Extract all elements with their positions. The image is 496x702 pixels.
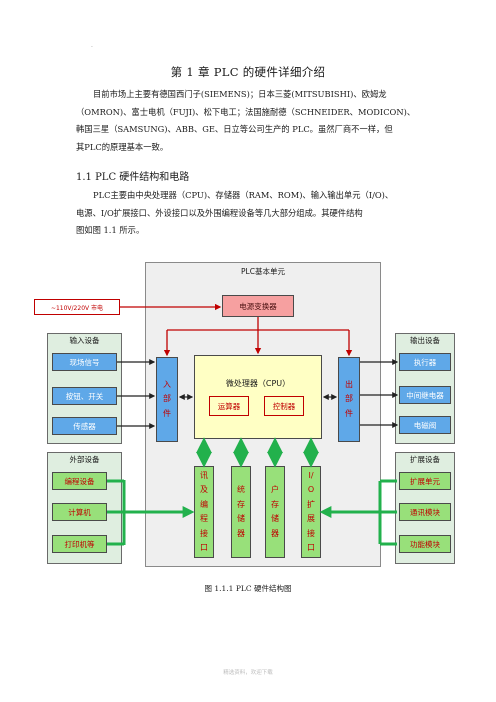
input-item-buttons-switches: 按钮、开关 [52,387,117,405]
page-footer: 精选资料，欢迎下载 [223,670,273,676]
figure-caption: 图 1.1.1 PLC 硬件结构图 [204,584,292,593]
plc-basic-unit-title: PLC基本单元 [241,267,285,276]
vertical-char: 器 [271,528,279,538]
mains-power-label: ~110V/220V 市电 [34,299,120,315]
intro-paragraph: 目前市场上主要有德国西门子(SIEMENS)；日本三菱(MITSUBISHI)、… [76,86,426,156]
system-memory-block: 统存储器 [231,466,251,558]
vertical-char: O [307,485,315,494]
output-item-relay: 中间继电器 [399,386,451,404]
vertical-char: 接 [307,528,315,538]
section-paragraph: PLC主要由中央处理器（CPU)、存储器（RAM、ROM)、输入输出单元（I/O… [76,187,426,240]
peripheral-item-programmer: 编程设备 [52,472,107,490]
vertical-char: 户 [271,485,279,494]
vertical-char: 及 [200,485,208,494]
intro-line-1: 目前市场上主要有德国西门子(SIEMENS)；日本三菱(MITSUBISHI)、… [93,89,387,99]
cpu-alu-box: 运算器 [209,396,249,416]
section-line-1: PLC主要由中央处理器（CPU)、存储器（RAM、ROM)、输入输出单元（I/O… [93,190,394,200]
output-item-actuator: 执行器 [399,353,451,371]
peripheral-item-computer: 计算机 [52,503,107,521]
expansion-item-comm-module: 通讯模块 [399,503,451,521]
vertical-char: 件 [163,408,171,418]
vertical-char: 存 [237,499,245,509]
vertical-char: 储 [271,514,279,523]
intro-line-4: 其PLC的原理基本一致。 [76,141,169,152]
vertical-char: 接 [200,528,208,538]
vertical-char: 入 [163,379,171,389]
intro-line-3: 韩国三星（SAMSUNG)、ABB、GE、日立等公司生产的 PLC。虽然厂商不一… [76,124,393,134]
input-devices-title: 输入设备 [69,336,100,345]
cpu-controller-box: 控制器 [264,396,304,416]
expansion-item-function-module: 功能模块 [399,535,451,553]
output-devices-title: 输出设备 [410,336,440,345]
vertical-char: 扩 [307,499,315,509]
output-unit-block: 出部件 [338,357,360,442]
vertical-char: 储 [237,514,245,523]
vertical-char: 件 [345,408,353,418]
vertical-char: 讯 [200,470,208,480]
input-item-field-signal: 现场信号 [52,353,117,371]
vertical-char: 口 [200,543,208,552]
power-converter-box: 电源变换器 [222,295,294,317]
output-item-solenoid: 电磁阀 [399,416,451,434]
peripheral-devices-title: 外部设备 [69,455,100,464]
vertical-char: 编 [200,499,208,509]
header-dot: . [91,42,93,49]
vertical-char: 部 [345,394,353,404]
input-item-sensors: 传感器 [52,417,117,435]
vertical-char: 口 [307,543,315,552]
vertical-char: 展 [307,514,315,523]
section-title: 1.1 PLC 硬件结构和电路 [76,172,190,183]
section-line-2: 电源、I/O扩展接口、外设接口以及外围编程设备等几大部分组成。其硬件结构 [76,207,363,218]
user-memory-block: 户存储器 [265,466,285,558]
expansion-devices-title: 扩展设备 [410,455,440,464]
comm-programming-interface: 讯及编程接口 [194,466,214,558]
vertical-char: 程 [200,514,208,523]
intro-line-2: （OMRON)、富士电机（FUJI)、松下电工；法国施耐德（SCHNEIDER、… [76,106,416,117]
peripheral-item-printer: 打印机等 [52,535,107,553]
vertical-char: I/ [308,470,314,480]
cpu-title: 微处理器（CPU） [225,379,291,388]
expansion-item-unit: 扩展单元 [399,472,451,490]
vertical-char: 部 [163,394,171,404]
vertical-char: 出 [345,379,353,389]
chapter-title: 第 1 章 PLC 的硬件详细介绍 [170,65,326,79]
vertical-char: 统 [237,485,245,494]
vertical-char: 器 [237,528,245,538]
input-unit-block: 入部件 [156,357,178,442]
vertical-char: 存 [271,499,279,509]
section-line-3: 图如图 1.1 所示。 [76,225,145,235]
